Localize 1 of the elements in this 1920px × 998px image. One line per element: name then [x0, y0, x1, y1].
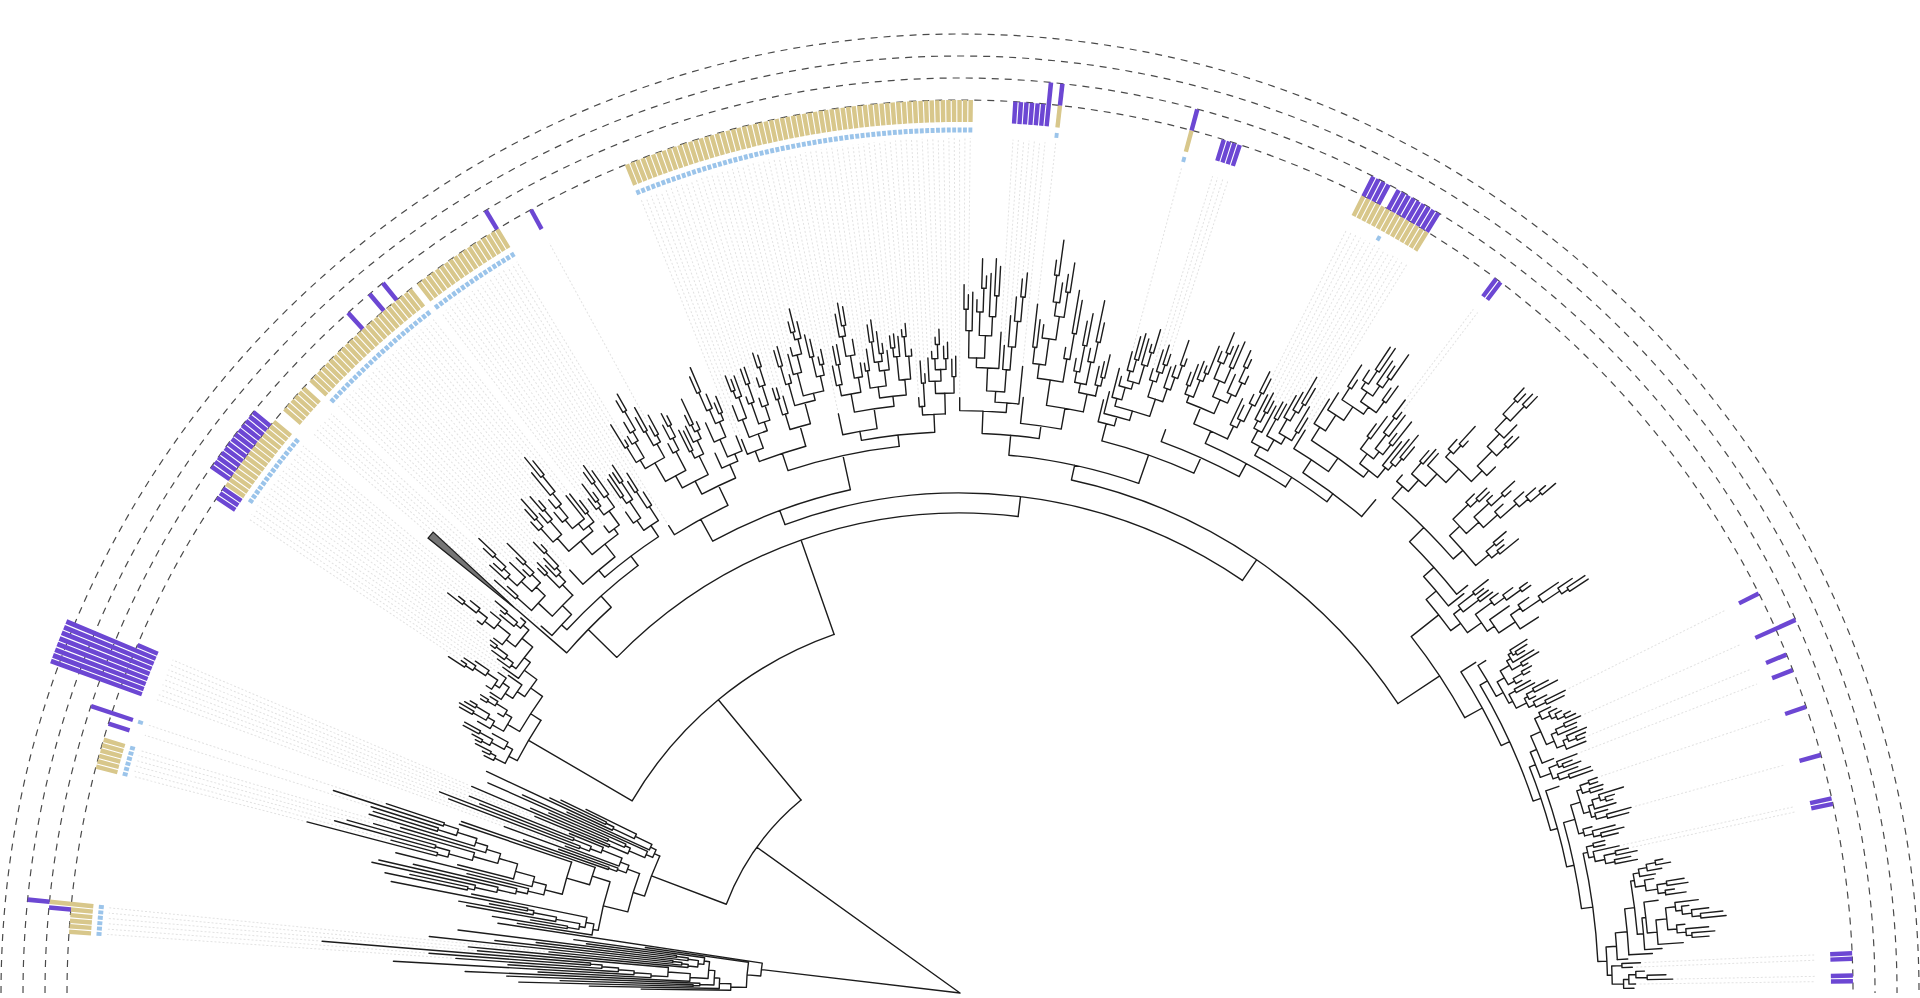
- collapsed-clade-triangle: [427, 531, 519, 611]
